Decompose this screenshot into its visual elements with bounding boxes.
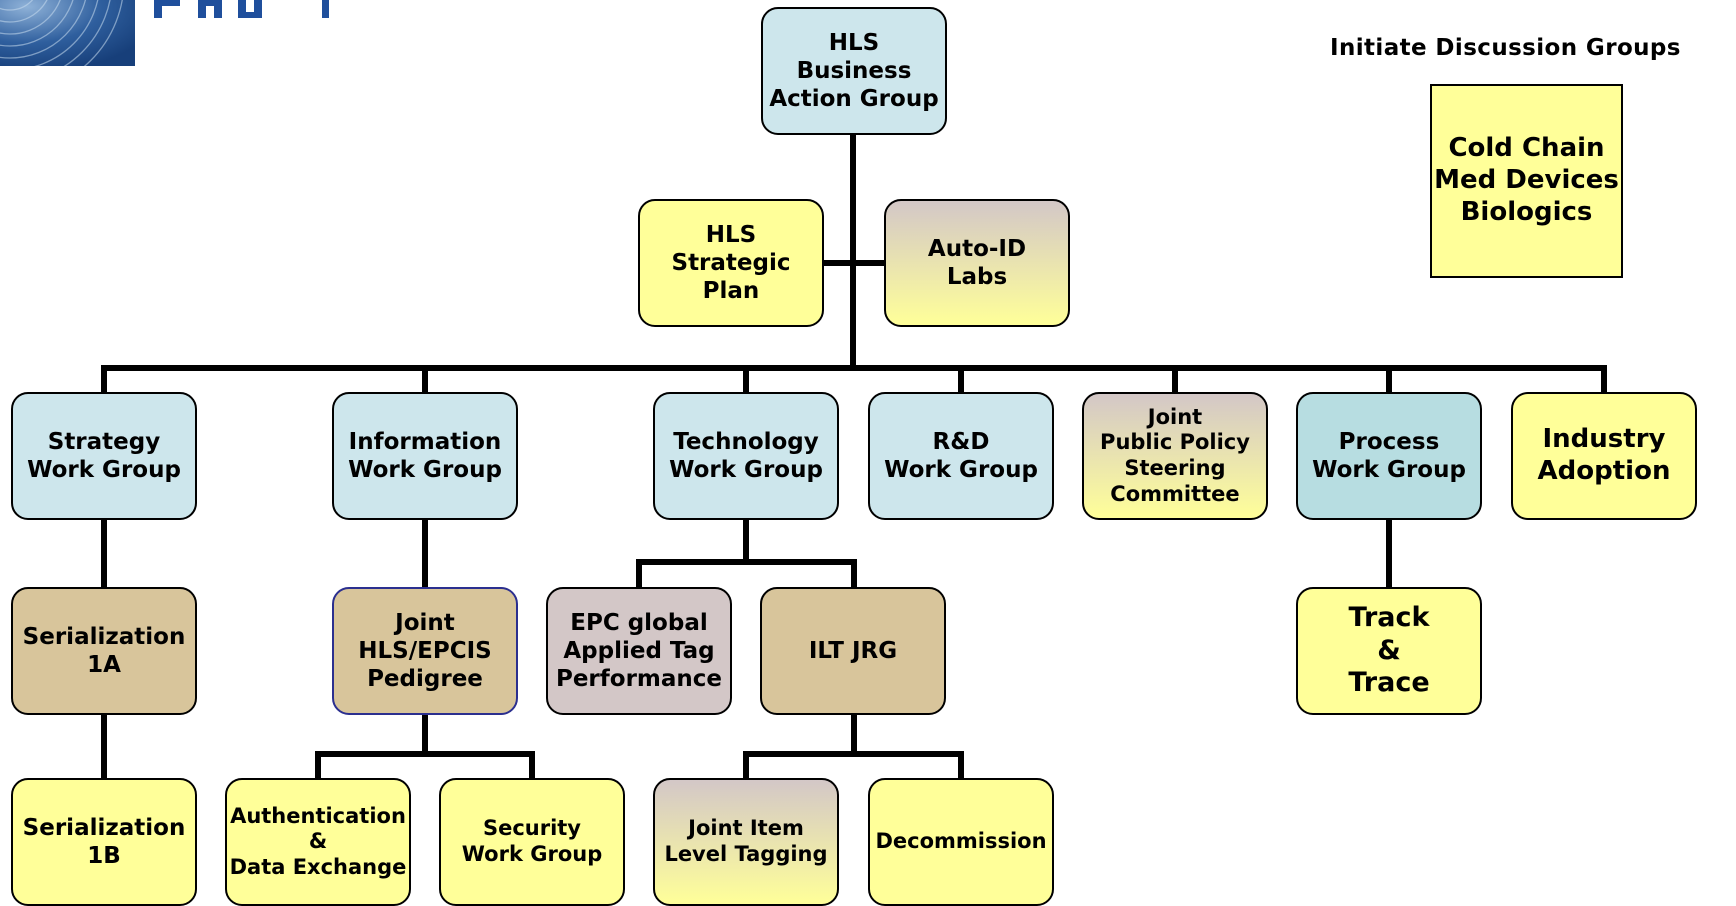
authentication-data-exchange-box: Authentication & Data Exchange [225, 778, 411, 906]
discussion-groups-box: Cold Chain Med Devices Biologics [1430, 84, 1623, 278]
public-policy-steering-committee-box: Joint Public Policy Steering Committee [1082, 392, 1268, 520]
epc-global-applied-tag-performance-box: EPC global Applied Tag Performance [546, 587, 732, 715]
track-and-trace-box: Track & Trace [1296, 587, 1482, 715]
technology-work-group-box: Technology Work Group [653, 392, 839, 520]
discussion-groups-title: Initiate Discussion Groups [1330, 35, 1681, 61]
hls-business-action-group-box: HLS Business Action Group [761, 7, 947, 135]
serialization-1a-box: Serialization 1A [11, 587, 197, 715]
serialization-1b-box: Serialization 1B [11, 778, 197, 906]
joint-hls-epcis-pedigree-box: Joint HLS/EPCIS Pedigree [332, 587, 518, 715]
security-work-group-box: Security Work Group [439, 778, 625, 906]
industry-adoption-box: Industry Adoption [1511, 392, 1697, 520]
information-work-group-box: Information Work Group [332, 392, 518, 520]
auto-id-labs-box: Auto-ID Labs [884, 199, 1070, 327]
process-work-group-box: Process Work Group [1296, 392, 1482, 520]
rd-work-group-box: R&D Work Group [868, 392, 1054, 520]
swirl-logo-icon [0, 0, 135, 66]
logo-wordmark-fragment [150, 0, 340, 18]
joint-item-level-tagging-box: Joint Item Level Tagging [653, 778, 839, 906]
decommission-box: Decommission [868, 778, 1054, 906]
hls-strategic-plan-box: HLS Strategic Plan [638, 199, 824, 327]
ilt-jrg-box: ILT JRG [760, 587, 946, 715]
strategy-work-group-box: Strategy Work Group [11, 392, 197, 520]
